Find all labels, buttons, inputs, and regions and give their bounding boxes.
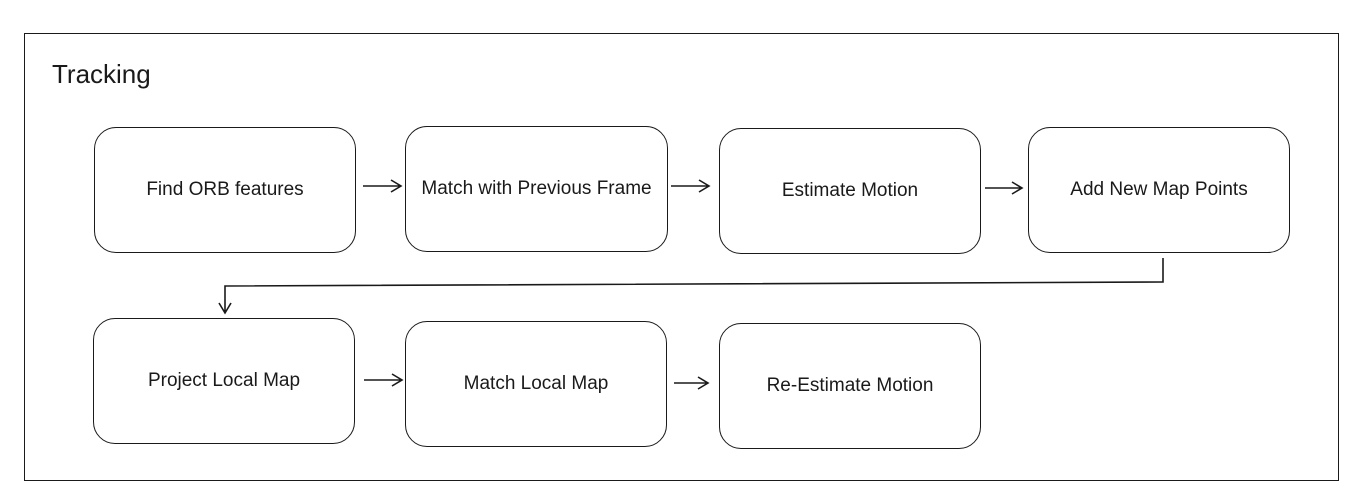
node-match-local-map: Match Local Map (405, 321, 667, 447)
node-project-local-map: Project Local Map (93, 318, 355, 444)
node-label: Re-Estimate Motion (766, 375, 934, 396)
node-find-orb-features: Find ORB features (94, 127, 356, 253)
node-label: Add New Map Points (1070, 179, 1248, 200)
node-label: Estimate Motion (781, 180, 919, 201)
node-label: Find ORB features (146, 179, 304, 200)
node-label: Match Local Map (463, 373, 609, 394)
tracking-frame (24, 33, 1339, 481)
node-label: Match with Previous Frame (421, 178, 652, 199)
node-label: Project Local Map (147, 370, 301, 391)
node-add-new-map-points: Add New Map Points (1028, 127, 1290, 253)
frame-title: Tracking (52, 59, 151, 89)
node-re-estimate-motion: Re-Estimate Motion (719, 323, 981, 449)
node-estimate-motion: Estimate Motion (719, 128, 981, 254)
node-match-with-previous-frame: Match with Previous Frame (405, 126, 668, 252)
